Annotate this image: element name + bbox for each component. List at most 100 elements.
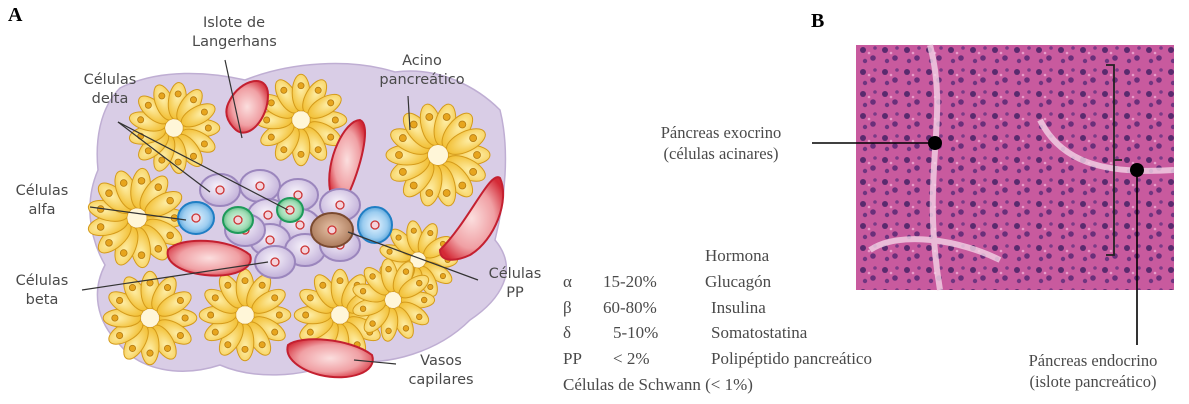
beta-cell-nucleus [294,191,302,199]
acinar-nucleus [167,197,174,204]
acinar-nucleus [298,83,304,89]
acinar-nucleus [328,134,334,140]
acinus-lumen [385,292,401,308]
acinar-nucleus [399,135,406,142]
acinar-nucleus [337,278,343,284]
acinar-nucleus [120,180,127,187]
acinar-nucleus [307,295,313,301]
acinar-nucleus [315,147,321,153]
acinar-nucleus [182,315,188,321]
cell-percent: 15-20% [603,272,657,292]
acinar-nucleus [315,87,321,93]
acinar-nucleus [112,315,118,321]
acinus-lumen [236,306,254,324]
cell-type: α [563,272,572,292]
acinar-nucleus [272,329,278,335]
delta-cell-nucleus [234,216,242,224]
acinar-nucleus [164,345,170,351]
acinar-nucleus [259,342,265,348]
beta-cell-nucleus [264,211,272,219]
acinar-nucleus [129,345,135,351]
beta-cell-nucleus [336,201,344,209]
acinus-lumen [127,208,146,227]
cell-percent: 5-10% [613,323,658,343]
acinar-nucleus [426,190,433,197]
pp-cell-nucleus [328,226,336,234]
acinar-nucleus [386,266,392,272]
marker-endocrino [1130,163,1144,177]
cell-percent: 60-80% [603,298,657,318]
acinar-nucleus [177,297,183,303]
acinar-nucleus [426,113,433,120]
acinar-nucleus [264,117,270,123]
acinus-lumen [292,111,310,129]
label-exocrino: Páncreas exocrino(células acinares) [636,122,806,164]
acinar-nucleus [159,93,165,99]
acinar-nucleus [281,147,287,153]
acinar-nucleus [387,249,392,254]
acinar-nucleus [175,91,181,97]
acinar-nucleus [138,177,145,184]
acinar-nucleus [328,100,334,106]
acinar-nucleus [370,274,376,280]
acinar-nucleus [410,182,417,189]
acinar-nucleus [276,312,282,318]
acinar-nucleus [147,350,153,356]
acinar-nucleus [320,282,326,288]
acinar-nucleus [155,184,162,191]
acinar-nucleus [212,329,218,335]
beta-cell-nucleus [266,236,274,244]
acinar-nucleus [201,141,207,147]
acinar-nucleus [97,224,104,231]
acinar-nucleus [360,288,366,294]
acinar-nucleus [428,284,433,289]
acinar-nucleus [212,295,218,301]
acinar-nucleus [208,312,214,318]
cell-type: PP [563,349,582,369]
acinar-nucleus [259,282,265,288]
acinar-nucleus [303,312,309,318]
marker-exocrino [928,136,942,150]
beta-cell-nucleus [216,186,224,194]
label-islote: Islote deLangerhans [192,14,276,52]
acinar-nucleus [138,117,144,123]
acinar-nucleus [145,148,151,154]
acinar-nucleus [175,159,181,165]
cell-percent: < 2% [613,349,650,369]
beta-cell-nucleus [271,258,279,266]
acinar-nucleus [470,168,477,175]
acinar-nucleus [177,332,183,338]
acinar-nucleus [116,297,122,303]
acinar-nucleus [360,306,366,312]
acinar-nucleus [164,284,170,290]
acinar-nucleus [190,153,196,159]
acinar-nucleus [470,135,477,142]
acinar-nucleus [272,295,278,301]
acinar-nucleus [268,100,274,106]
acinar-nucleus [106,239,113,246]
acinar-nucleus [167,232,174,239]
acinar-nucleus [281,87,287,93]
acinus-lumen [165,119,183,137]
acinar-nucleus [396,235,401,240]
acinar-nucleus [474,152,481,159]
acinar-nucleus [459,121,466,128]
acinar-nucleus [225,342,231,348]
cell-hormone: Polipéptido pancreático [711,349,872,369]
acinar-nucleus [443,190,450,197]
acinar-nucleus [428,230,433,235]
beta-cell-nucleus [256,182,264,190]
acinar-nucleus [242,278,248,284]
acinar-nucleus [403,269,409,275]
acinar-nucleus [116,332,122,338]
acinar-nucleus [403,326,409,332]
beta-cell-nucleus [301,246,309,254]
acinar-nucleus [440,273,445,278]
acinar-nucleus [396,152,403,159]
cell-hormone: Glucagón [705,272,771,292]
acinus-lumen [141,309,159,327]
